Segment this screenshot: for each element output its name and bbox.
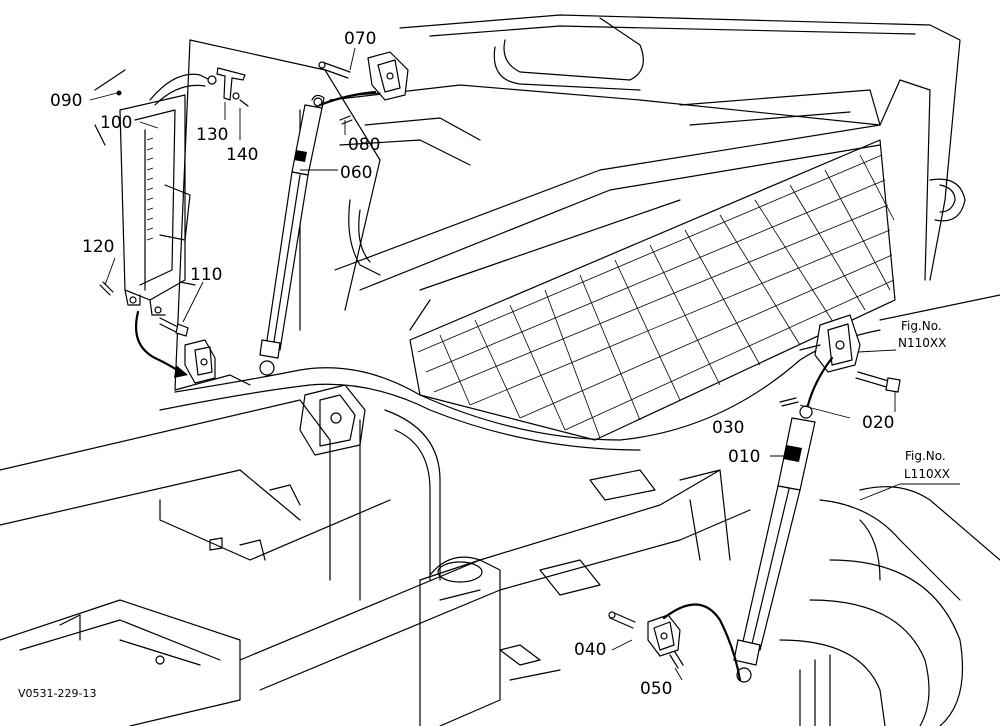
callout-090: 090 bbox=[50, 91, 82, 111]
latch-bracket-assembly bbox=[94, 69, 217, 316]
machine-frame-drawing bbox=[0, 14, 1000, 726]
clip-030-part bbox=[779, 397, 799, 407]
callout-130: 130 bbox=[196, 125, 228, 145]
pin-070-part bbox=[318, 61, 351, 79]
bolt-110-part bbox=[159, 317, 189, 337]
lower-mount-bracket-right bbox=[647, 614, 681, 657]
latch-mount-arrow bbox=[134, 310, 188, 378]
figure-reference-n110xx: Fig.No. N110XX bbox=[898, 319, 946, 350]
gas-spring-060 bbox=[259, 94, 325, 376]
fig-ref-label: Fig.No. bbox=[905, 449, 946, 463]
callout-010: 010 bbox=[728, 447, 760, 467]
callout-030: 030 bbox=[712, 418, 744, 438]
upper-mount-bracket-right bbox=[799, 314, 861, 373]
callout-080: 080 bbox=[348, 135, 380, 155]
figure-reference-l110xx: Fig.No. L110XX bbox=[904, 449, 950, 481]
callout-leaders bbox=[89, 47, 960, 681]
fig-ref-code: N110XX bbox=[898, 336, 946, 350]
callout-labels: 070 080 060 090 100 130 140 120 110 030 … bbox=[50, 29, 894, 699]
callout-040: 040 bbox=[574, 640, 606, 660]
callout-050: 050 bbox=[640, 679, 672, 699]
callout-070: 070 bbox=[344, 29, 376, 49]
upper-mount-bracket-left bbox=[354, 51, 409, 101]
pin-120-part bbox=[99, 281, 114, 296]
gas-spring-010 bbox=[733, 405, 816, 683]
callout-100: 100 bbox=[100, 113, 132, 133]
image-code: V0531-229-13 bbox=[18, 687, 96, 700]
clip-050-part bbox=[669, 651, 684, 669]
fig-ref-code: L110XX bbox=[904, 467, 950, 481]
cord-right-lower bbox=[662, 603, 742, 682]
callout-020: 020 bbox=[862, 413, 894, 433]
clip-080-part bbox=[318, 90, 377, 125]
bolt-020-part bbox=[855, 371, 901, 393]
clip-130-part bbox=[216, 67, 249, 107]
lower-mount-bracket-left bbox=[174, 339, 251, 391]
callout-060: 060 bbox=[340, 163, 372, 183]
pin-040-part bbox=[608, 611, 636, 629]
callout-120: 120 bbox=[82, 237, 114, 257]
rear-grille-mesh bbox=[409, 139, 896, 441]
callout-110: 110 bbox=[190, 265, 222, 285]
callout-140: 140 bbox=[226, 145, 258, 165]
cord-right-upper bbox=[806, 356, 834, 407]
fig-ref-label: Fig.No. bbox=[901, 319, 942, 333]
